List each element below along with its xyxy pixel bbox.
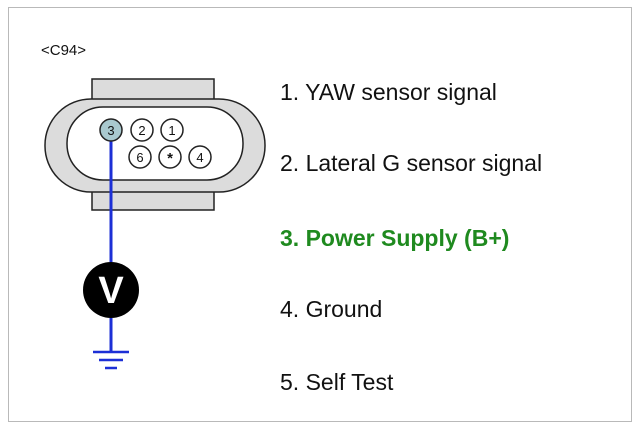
connector-face	[66, 106, 244, 181]
pin-4-label: 4	[196, 150, 203, 165]
pin-2-label: 2	[138, 123, 145, 138]
pin-description-1: 1. YAW sensor signal	[280, 79, 497, 105]
pin-description-list: 1. YAW sensor signal 2. Lateral G sensor…	[280, 0, 620, 420]
pin-3-label: 3	[107, 123, 114, 138]
pin-3: 3	[99, 118, 123, 142]
ground-icon	[93, 350, 129, 370]
pin-description-2: 2. Lateral G sensor signal	[280, 150, 543, 176]
voltmeter-icon: V	[83, 262, 139, 318]
connector-id-label: <C94>	[41, 42, 87, 59]
pin-5-label: *	[167, 150, 173, 167]
pin-2: 2	[130, 118, 154, 142]
pin-6-label: 6	[136, 150, 143, 165]
pin-6: 6	[128, 145, 152, 169]
pin-5: *	[158, 145, 182, 169]
pin-description-5: 5. Self Test	[280, 369, 394, 395]
pin-description-3: 3. Power Supply (B+)	[280, 225, 510, 251]
pin-description-4: 4. Ground	[280, 296, 383, 322]
pin-1-label: 1	[168, 123, 175, 138]
pin-1: 1	[160, 118, 184, 142]
pin-4: 4	[188, 145, 212, 169]
connector-diagram: 3 2 1 6 * 4 V	[44, 78, 266, 370]
voltmeter-label: V	[98, 270, 124, 312]
